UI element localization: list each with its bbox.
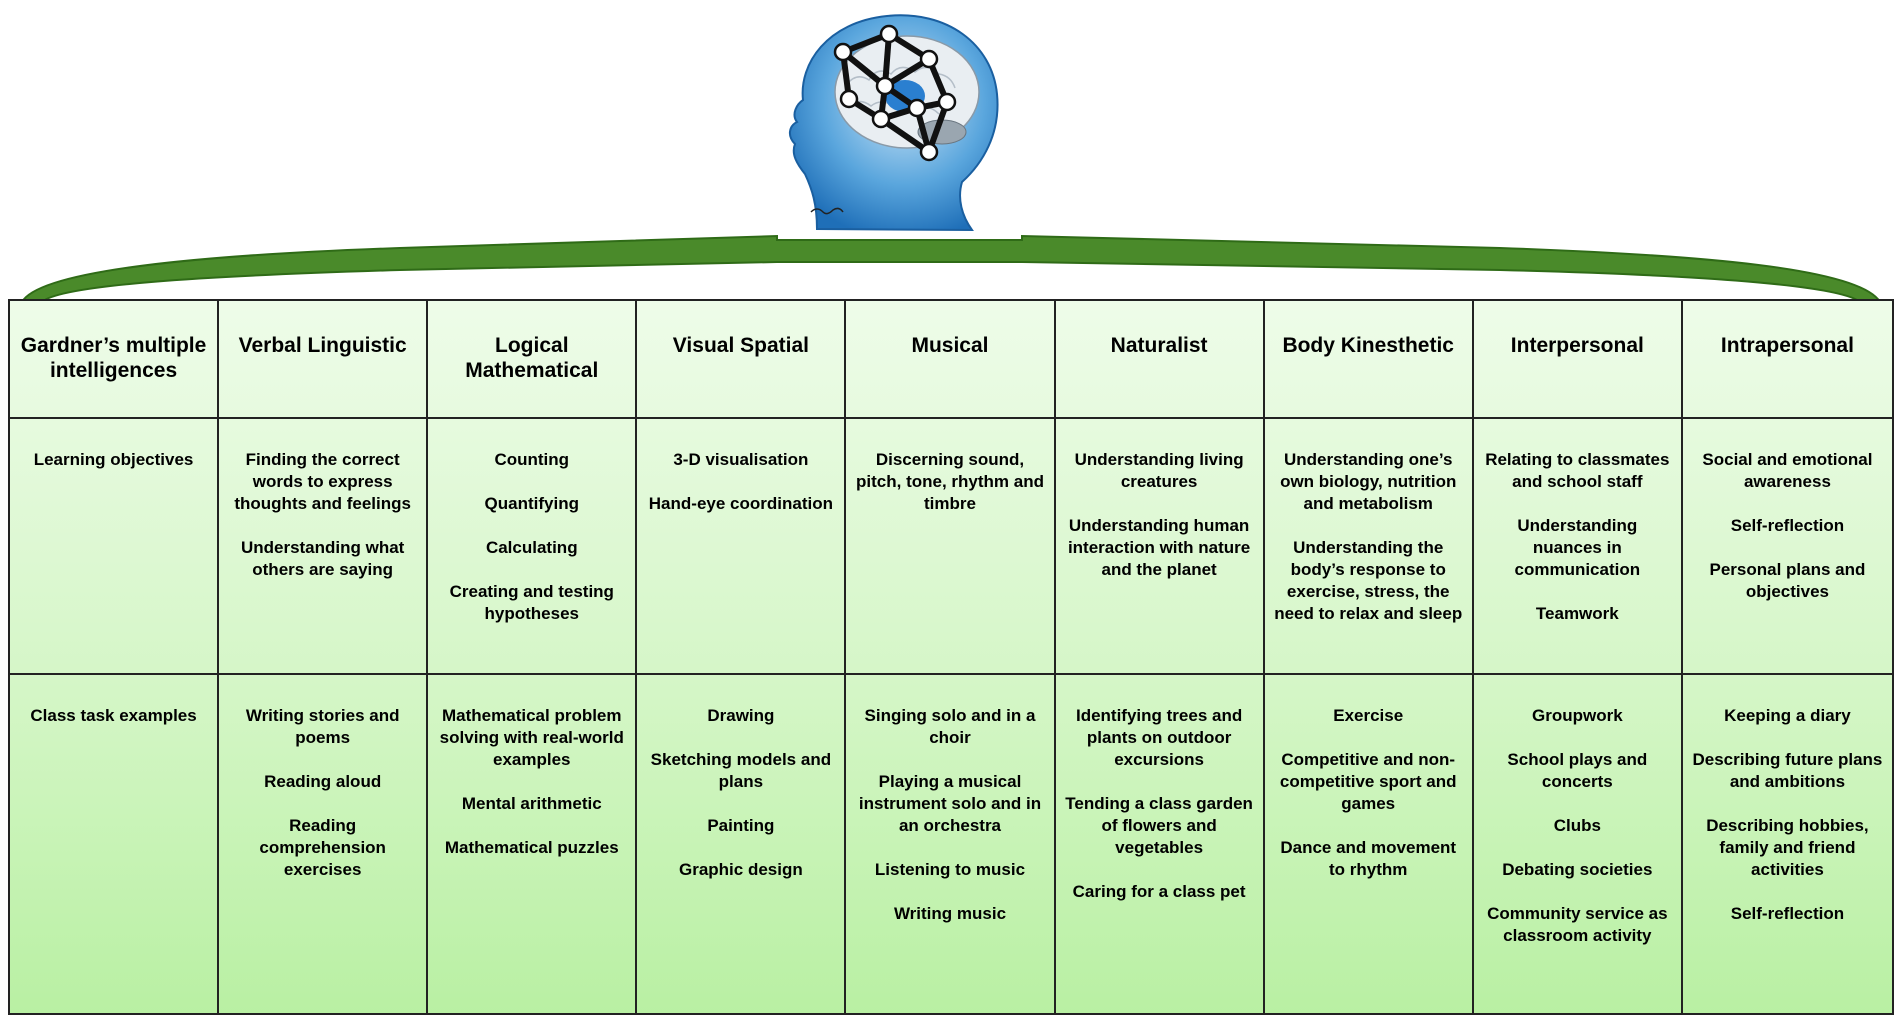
list-item: Caring for a class pet bbox=[1072, 882, 1246, 901]
tasks-musical: Singing solo and in a choir Playing a mu… bbox=[846, 675, 1056, 1013]
header-cell-visual-spatial: Visual Spatial bbox=[637, 301, 847, 419]
objectives-naturalist: Understanding living creatures Understan… bbox=[1055, 419, 1265, 675]
header-cell-body-kinesthetic: Body Kinesthetic bbox=[1264, 301, 1474, 419]
list-item: Debating societies bbox=[1502, 860, 1653, 879]
list-item: Writing stories and poems bbox=[245, 706, 400, 747]
list-item: Finding the correct words to express tho… bbox=[234, 450, 411, 513]
list-item: Clubs bbox=[1553, 816, 1601, 835]
list-item: Sketching models and plans bbox=[650, 750, 832, 791]
list-item: Dance and movement to rhythm bbox=[1280, 838, 1457, 879]
objectives-intrapersonal: Social and emotional awareness Self-refl… bbox=[1682, 419, 1892, 675]
list-item: Describing hobbies, family and friend ac… bbox=[1706, 816, 1869, 879]
tasks-interpersonal: Groupwork School plays and concerts Club… bbox=[1474, 675, 1683, 1013]
objectives-musical: Discerning sound, pitch, tone, rhythm an… bbox=[846, 419, 1056, 675]
list-item: Calculating bbox=[485, 538, 578, 557]
list-item: Self-reflection bbox=[1730, 904, 1845, 923]
list-item: Social and emotional awareness bbox=[1702, 450, 1873, 491]
tasks-visual-spatial: Drawing Sketching models and plans Paint… bbox=[637, 675, 847, 1013]
list-item: Counting bbox=[494, 450, 570, 469]
network-nodes bbox=[833, 24, 957, 162]
list-item: Community service as classroom activity bbox=[1487, 904, 1668, 945]
list-item: Quantifying bbox=[484, 494, 579, 513]
list-item: Discerning sound, pitch, tone, rhythm an… bbox=[856, 450, 1044, 513]
header-cell-verbal-linguistic: Verbal Linguistic bbox=[219, 301, 429, 419]
row-label-class-task-examples: Class task examples bbox=[10, 675, 220, 1013]
list-item: Keeping a diary bbox=[1724, 706, 1851, 725]
header-cell-logical-mathematical: Logical Mathematical bbox=[428, 301, 638, 419]
list-item: Mental arithmetic bbox=[461, 794, 602, 813]
list-item: Graphic design bbox=[679, 860, 803, 879]
header-cell-intrapersonal: Intrapersonal bbox=[1682, 301, 1892, 419]
list-item: School plays and concerts bbox=[1507, 750, 1648, 791]
list-item: Understanding nuances in communication bbox=[1514, 516, 1641, 579]
tasks-naturalist: Identifying trees and plants on outdoor … bbox=[1056, 675, 1265, 1013]
objectives-verbal-linguistic: Finding the correct words to express tho… bbox=[219, 419, 429, 675]
list-item: Creating and testing hypotheses bbox=[449, 582, 614, 623]
objectives-visual-spatial: 3-D visualisation Hand-eye coordination bbox=[637, 419, 847, 675]
list-item: Understanding living creatures bbox=[1074, 450, 1244, 491]
brain-network-illustration-icon bbox=[789, 14, 999, 232]
list-item: Groupwork bbox=[1531, 706, 1623, 725]
list-item: Writing music bbox=[893, 904, 1007, 923]
list-item: Teamwork bbox=[1535, 604, 1619, 623]
objectives-interpersonal: Relating to classmates and school staff … bbox=[1473, 419, 1683, 675]
header-cell-interpersonal: Interpersonal bbox=[1473, 301, 1683, 419]
header-cell-musical: Musical bbox=[846, 301, 1056, 419]
list-item: Tending a class garden of flowers and ve… bbox=[1065, 794, 1253, 857]
list-item: Identifying trees and plants on outdoor … bbox=[1075, 706, 1243, 769]
list-item: Hand-eye coordination bbox=[648, 494, 833, 513]
header-cell-gardners-multiple-intelligences: Gardner’s multiple intelligences bbox=[10, 301, 220, 419]
objectives-logical-mathematical: Counting Quantifying Calculating Creatin… bbox=[428, 419, 638, 675]
intelligences-table: Gardner’s multiple intelligences Verbal … bbox=[8, 299, 1894, 1015]
list-item: Understanding the body’s response to exe… bbox=[1274, 538, 1463, 623]
list-item: Relating to classmates and school staff bbox=[1485, 450, 1670, 491]
row-label-learning-objectives: Learning objectives bbox=[10, 419, 220, 675]
list-item: Understanding what others are saying bbox=[240, 538, 405, 579]
list-item: Competitive and non-competitive sport an… bbox=[1279, 750, 1457, 813]
list-item: Describing future plans and ambitions bbox=[1692, 750, 1883, 791]
list-item: Listening to music bbox=[874, 860, 1026, 879]
list-item: 3-D visualisation bbox=[673, 450, 809, 469]
tasks-logical-mathematical: Mathematical problem solving with real-w… bbox=[428, 675, 638, 1013]
list-item: Singing solo and in a choir bbox=[864, 706, 1036, 747]
list-item: Mathematical puzzles bbox=[444, 838, 619, 857]
list-item: Drawing bbox=[707, 706, 775, 725]
list-item: Playing a musical instrument solo and in… bbox=[858, 772, 1042, 835]
list-item: Mathematical problem solving with real-w… bbox=[439, 706, 624, 769]
list-item: Reading aloud bbox=[264, 772, 382, 791]
tasks-intrapersonal: Keeping a diary Describing future plans … bbox=[1683, 675, 1892, 1013]
header-cell-naturalist: Naturalist bbox=[1055, 301, 1265, 419]
objectives-body-kinesthetic: Understanding one’s own biology, nutriti… bbox=[1264, 419, 1474, 675]
brain-head-illustration bbox=[777, 4, 1019, 240]
list-item: Self-reflection bbox=[1730, 516, 1845, 535]
list-item: Understanding one’s own biology, nutriti… bbox=[1280, 450, 1457, 513]
list-item: Personal plans and objectives bbox=[1709, 560, 1866, 601]
list-item: Understanding human interaction with nat… bbox=[1067, 516, 1251, 579]
tasks-body-kinesthetic: Exercise Competitive and non-competitive… bbox=[1265, 675, 1474, 1013]
list-item: Reading comprehension exercises bbox=[259, 816, 386, 879]
tasks-verbal-linguistic: Writing stories and poems Reading aloud … bbox=[219, 675, 429, 1013]
signature-mark bbox=[810, 207, 844, 215]
list-item: Exercise bbox=[1333, 706, 1404, 725]
list-item: Painting bbox=[707, 816, 775, 835]
